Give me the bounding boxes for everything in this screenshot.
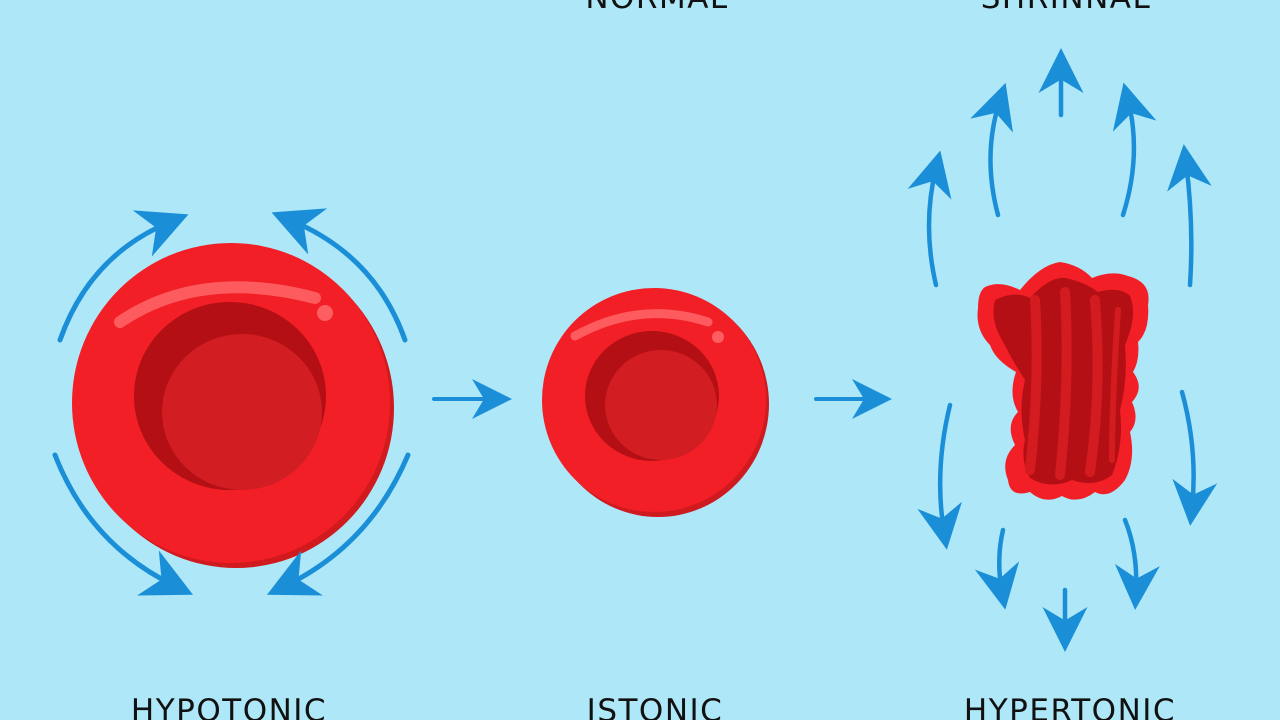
arrow-icon [266, 452, 411, 596]
normal-cell-icon [542, 288, 769, 517]
arrow-icon [57, 210, 189, 343]
arrow-icon [1172, 389, 1218, 526]
label-hypertonic: HYPERTONIC [963, 693, 1177, 720]
label-isotonic: ISTONIC [586, 693, 724, 720]
arrow-icon [1112, 82, 1157, 218]
label-hypotonic: HYPOTONIC [130, 693, 328, 720]
arrow-icon [1167, 144, 1212, 288]
arrow-icon [917, 402, 962, 550]
arrow-icon [974, 527, 1020, 610]
label-normal: NORMAL [585, 0, 728, 14]
label-shrunken: SHRINNAL [981, 0, 1152, 14]
shrunken-cell-icon [977, 262, 1149, 500]
swollen-cell-arrows [52, 208, 411, 596]
arrow-icon [970, 82, 1013, 218]
swollen-cell-icon [72, 243, 394, 568]
arrow-icon [52, 452, 194, 596]
arrow-icon [907, 150, 952, 288]
arrow-icon [1114, 517, 1160, 610]
arrow-icon [271, 208, 408, 343]
shrunken-cell-arrows [907, 48, 1218, 652]
